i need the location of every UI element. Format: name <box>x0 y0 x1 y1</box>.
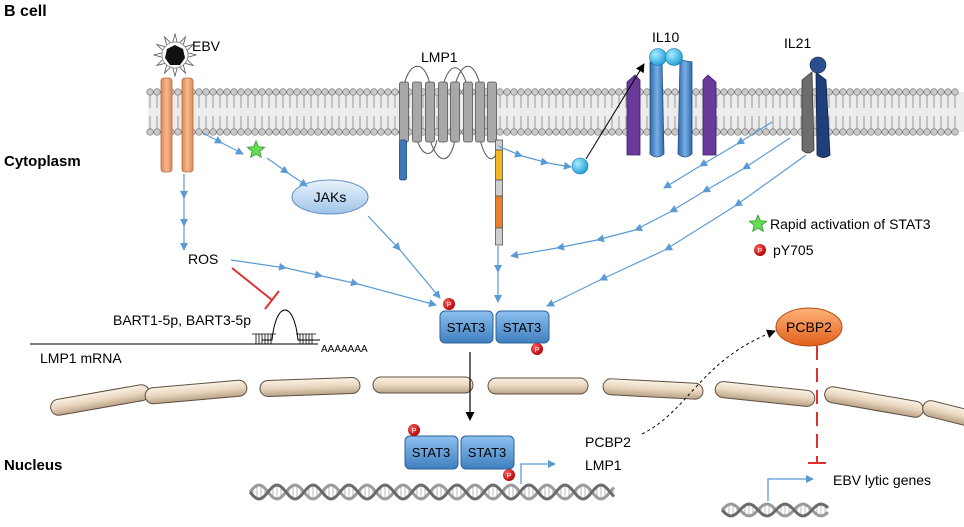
translation-dashed-arrow <box>641 329 776 435</box>
stat3-label: STAT3 <box>412 445 451 460</box>
dna-helix <box>720 502 830 518</box>
ebv-label: EBV <box>192 38 221 54</box>
phospho-letter: P <box>535 347 540 354</box>
legend-phospho-label: pY705 <box>773 242 814 258</box>
phospho-icon <box>531 343 543 355</box>
stat3-label: STAT3 <box>503 320 542 335</box>
stat3-dimer-nucleus: STAT3 STAT3 P P <box>404 424 515 481</box>
il21-receptor <box>801 56 831 158</box>
phospho-letter: P <box>507 473 512 480</box>
transcription-arrow <box>520 460 556 484</box>
phospho-icon <box>408 424 420 436</box>
il10-label: IL10 <box>652 29 679 45</box>
jaks-label: JAKs <box>314 189 347 205</box>
lmp1-label: LMP1 <box>421 49 458 65</box>
legend-phospho-letter: P <box>758 248 763 255</box>
phospho-icon <box>443 298 455 310</box>
pcbp2-protein: PCBP2 <box>775 307 843 347</box>
jaks-node: JAKs <box>291 179 369 215</box>
dna-helix <box>248 483 616 501</box>
lmp1-mrna-label: LMP1 mRNA <box>40 350 122 366</box>
phospho-icon <box>503 469 515 481</box>
pcbp2-label: PCBP2 <box>786 319 832 335</box>
nucleus-label: Nucleus <box>4 457 62 474</box>
cell-membrane <box>146 88 964 136</box>
stat3-dimer-cytoplasm: STAT3 STAT3 P P <box>439 298 550 355</box>
ebv-virus-icon <box>152 32 198 78</box>
polya-tail-label: AAAAAAA <box>321 344 368 355</box>
il10-binding-arrow <box>585 63 645 160</box>
lmp1-protein <box>399 65 503 246</box>
bart-mirna-label: BART1-5p, BART3-5p <box>113 312 251 328</box>
target-gene-lmp1: LMP1 <box>585 457 622 473</box>
rapid-activation-star-icon <box>246 139 266 159</box>
ebv-receptor <box>160 77 194 173</box>
diagram-title: B cell <box>4 3 47 20</box>
il10-ligand-icon <box>571 157 589 175</box>
phospho-letter: P <box>412 428 417 435</box>
stat3-label: STAT3 <box>468 445 507 460</box>
lmp1-mrna <box>30 309 320 345</box>
ros-label: ROS <box>188 251 218 267</box>
signaling-arrows <box>180 121 807 308</box>
legend-star-label: Rapid activation of STAT3 <box>770 216 931 232</box>
ebv-lytic-genes-label: EBV lytic genes <box>833 472 931 488</box>
pcbp2-inhibition <box>808 346 826 464</box>
il21-label: IL21 <box>784 35 811 51</box>
phospho-letter: P <box>447 302 452 309</box>
transcription-arrow <box>767 475 814 501</box>
legend-star-icon <box>748 213 768 233</box>
cytoplasm-label: Cytoplasm <box>4 153 81 170</box>
legend-phospho-icon <box>754 244 766 256</box>
legend: Rapid activation of STAT3 P pY705 <box>748 213 931 258</box>
ros-inhibition <box>231 267 280 310</box>
stat3-label: STAT3 <box>447 320 486 335</box>
target-gene-pcbp2: PCBP2 <box>585 434 631 450</box>
nuclear-envelope <box>50 376 964 428</box>
